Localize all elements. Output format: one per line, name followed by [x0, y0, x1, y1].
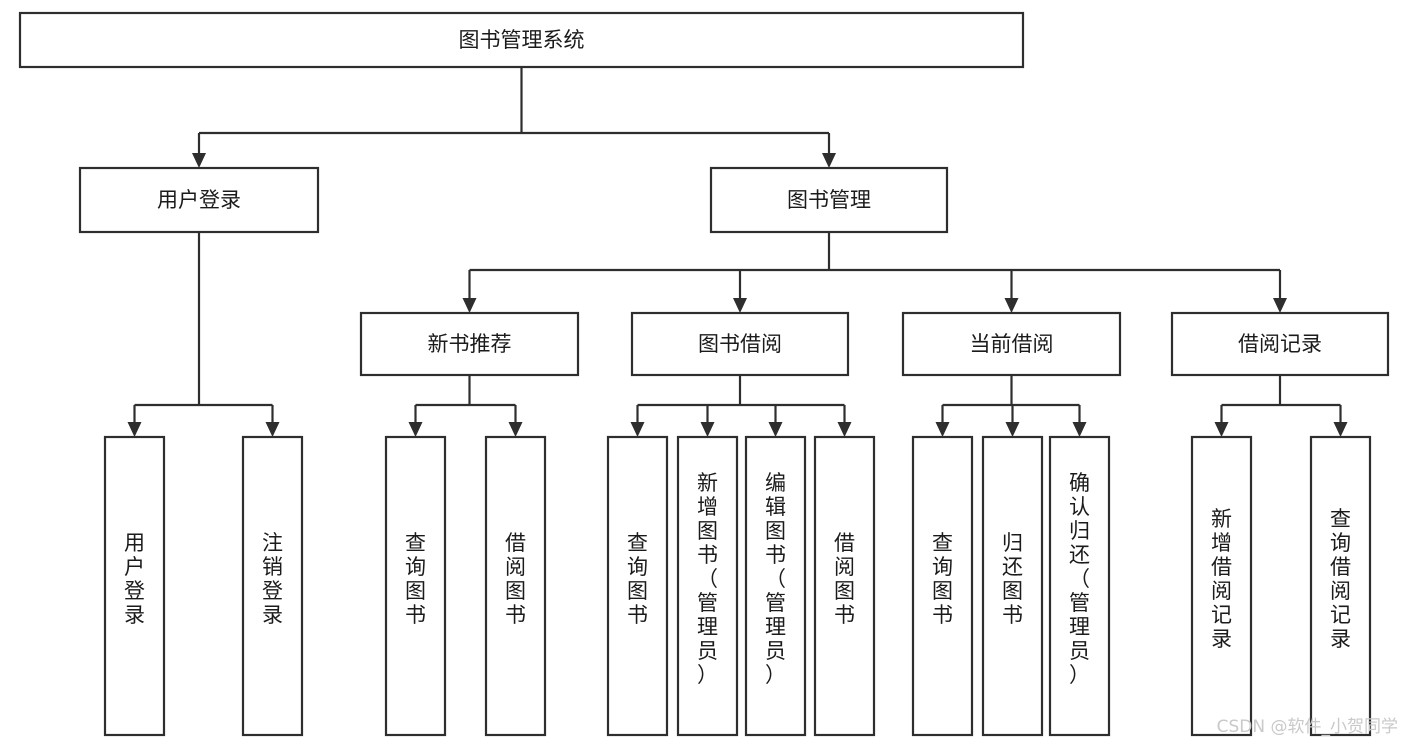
node-box[interactable]	[1048, 435, 1111, 737]
leaf-arrow-3-1-arrowhead	[1005, 422, 1020, 437]
node-leaf-2[interactable]: 查询图书	[384, 435, 447, 737]
node-label: 归还图书	[1002, 531, 1023, 627]
node-leaf-5[interactable]: 新增图书（管理员）	[676, 435, 739, 737]
node-label: 借阅图书	[834, 531, 855, 627]
node-level2-0[interactable]: 用户登录	[78, 166, 320, 234]
root-to-l2-0-arrowhead	[192, 153, 206, 168]
leaf-arrow-3-2-arrowhead	[1072, 422, 1087, 437]
leaf-arrow-1-1-arrowhead	[508, 422, 523, 437]
node-box[interactable]	[18, 11, 1025, 69]
node-box[interactable]	[630, 311, 850, 377]
node-level3-1[interactable]: 图书借阅	[630, 311, 850, 377]
node-box[interactable]	[384, 435, 447, 737]
l2-to-l3-2-arrowhead	[1004, 298, 1019, 313]
leaf-arrow-2-2-arrowhead	[768, 422, 783, 437]
node-root-0[interactable]: 图书管理系统	[18, 11, 1025, 69]
node-label: 查询图书	[627, 531, 648, 627]
leaf-arrow-2-3-arrowhead	[837, 422, 852, 437]
l2-to-l3-1-arrowhead	[733, 298, 747, 313]
node-leaf-0[interactable]: 用户登录	[103, 435, 166, 737]
node-box[interactable]	[78, 166, 320, 234]
node-box[interactable]	[484, 435, 547, 737]
node-box[interactable]	[981, 435, 1044, 737]
node-box[interactable]	[606, 435, 669, 737]
node-box[interactable]	[103, 435, 166, 737]
node-label: 图书借阅	[698, 332, 782, 356]
node-box[interactable]	[676, 435, 739, 737]
node-label: 用户登录	[124, 531, 145, 627]
leaf-arrow-4-0-arrowhead	[1214, 422, 1229, 437]
node-label: 借阅记录	[1238, 332, 1322, 356]
node-box[interactable]	[911, 435, 974, 737]
node-level3-3[interactable]: 借阅记录	[1170, 311, 1390, 377]
node-box[interactable]	[813, 435, 876, 737]
node-label: 图书管理	[787, 188, 871, 212]
node-label: 查询借阅记录	[1330, 507, 1351, 651]
node-box[interactable]	[241, 435, 304, 737]
node-leaf-4[interactable]: 查询图书	[606, 435, 669, 737]
l2-to-l3-0-arrowhead	[462, 298, 477, 313]
node-leaf-3[interactable]: 借阅图书	[484, 435, 547, 737]
csdn-watermark: CSDN @软件_小贺同学	[1217, 717, 1398, 737]
connectors-layer	[127, 67, 1348, 437]
node-leaf-12[interactable]: 查询借阅记录	[1309, 435, 1372, 737]
node-box[interactable]	[709, 166, 949, 234]
node-leaf-6[interactable]: 编辑图书（管理员）	[744, 435, 807, 737]
leaf-arrow-2-0-arrowhead	[630, 422, 645, 437]
node-label: 编辑图书（管理员）	[765, 471, 786, 687]
node-level2-1[interactable]: 图书管理	[709, 166, 949, 234]
leaf-arrow-4-1-arrowhead	[1333, 422, 1348, 437]
node-level3-2[interactable]: 当前借阅	[901, 311, 1122, 377]
node-label: 新增图书（管理员）	[697, 471, 718, 687]
node-leaf-9[interactable]: 归还图书	[981, 435, 1044, 737]
node-leaf-1[interactable]: 注销登录	[241, 435, 304, 737]
node-leaf-8[interactable]: 查询图书	[911, 435, 974, 737]
node-leaf-7[interactable]: 借阅图书	[813, 435, 876, 737]
node-label: 新书推荐	[428, 332, 512, 356]
node-label: 借阅图书	[505, 531, 526, 627]
leaf-arrow-0-1-arrowhead	[265, 422, 280, 437]
root-to-l2-1-arrowhead	[822, 153, 836, 168]
node-box[interactable]	[901, 311, 1122, 377]
node-label: 当前借阅	[970, 332, 1054, 356]
node-leaf-10[interactable]: 确认归还（管理员）	[1048, 435, 1111, 737]
node-leaf-11[interactable]: 新增借阅记录	[1190, 435, 1253, 737]
node-label: 用户登录	[157, 188, 241, 212]
node-label: 查询图书	[932, 531, 953, 627]
node-box[interactable]	[1170, 311, 1390, 377]
leaf-arrow-1-0-arrowhead	[408, 422, 423, 437]
node-box[interactable]	[1309, 435, 1372, 737]
leaf-arrow-2-1-arrowhead	[700, 422, 715, 437]
node-level3-0[interactable]: 新书推荐	[359, 311, 580, 377]
l2-to-l3-3-arrowhead	[1273, 298, 1287, 313]
node-label: 确认归还（管理员）	[1069, 471, 1090, 687]
node-label: 图书管理系统	[459, 28, 585, 52]
node-box[interactable]	[359, 311, 580, 377]
node-label: 新增借阅记录	[1211, 507, 1232, 651]
nodes-layer: 图书管理系统用户登录图书管理新书推荐图书借阅当前借阅借阅记录用户登录注销登录查询…	[18, 11, 1390, 737]
node-label: 查询图书	[405, 531, 426, 627]
node-label: 注销登录	[262, 531, 283, 627]
node-box[interactable]	[1190, 435, 1253, 737]
leaf-arrow-3-0-arrowhead	[935, 422, 950, 437]
node-box[interactable]	[744, 435, 807, 737]
leaf-arrow-0-0-arrowhead	[127, 422, 142, 437]
